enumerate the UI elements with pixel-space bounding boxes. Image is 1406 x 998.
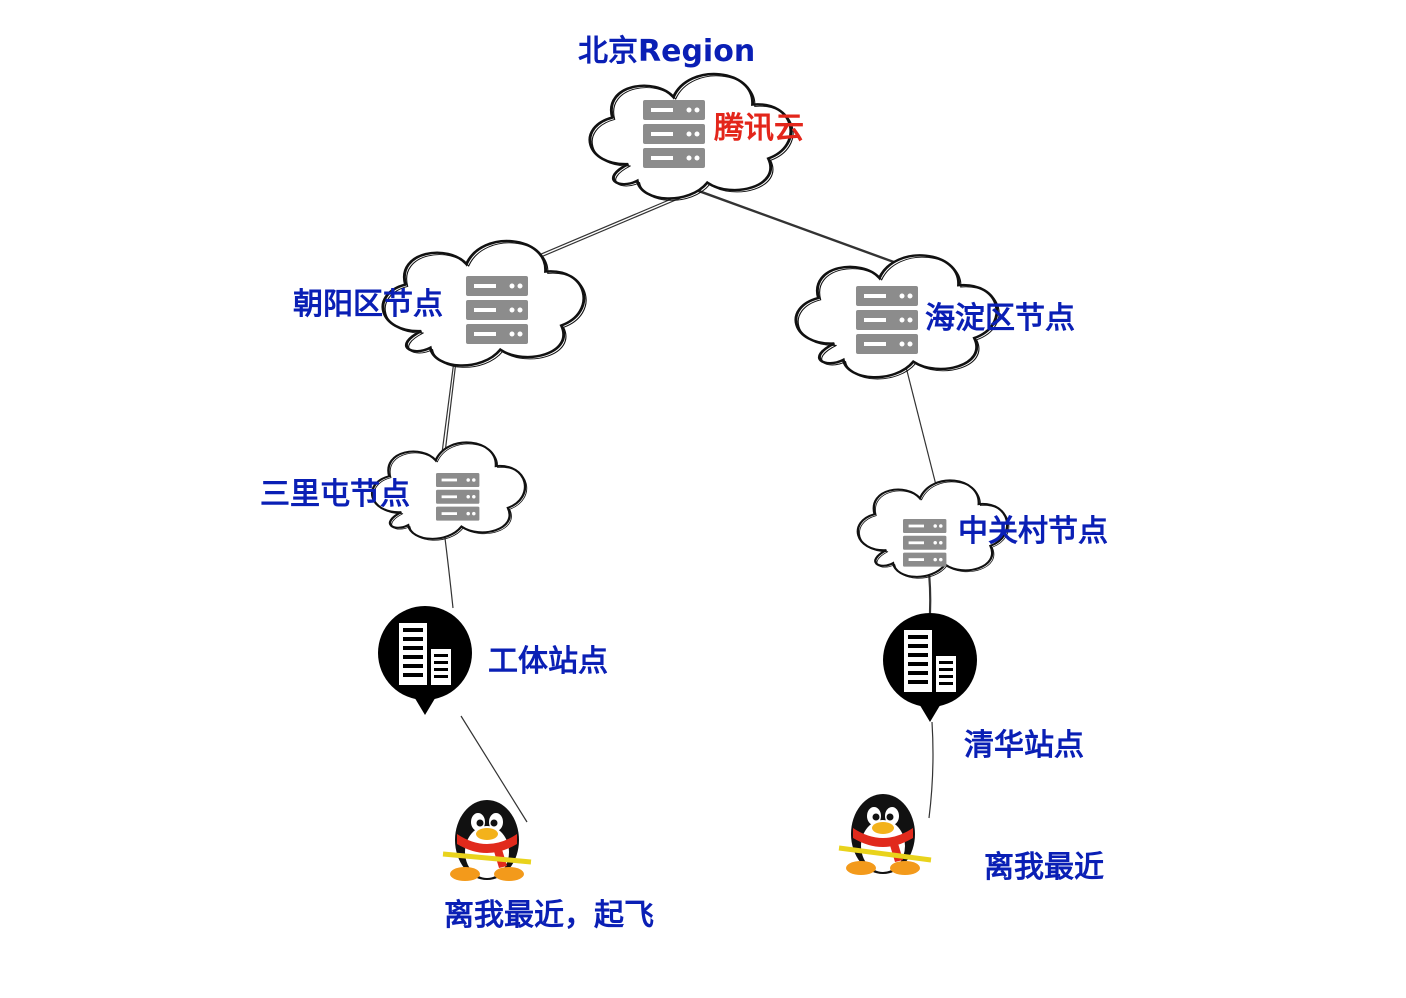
node-label-sanlitun: 三里屯节点 — [260, 477, 410, 512]
chaoyang-server-icon — [466, 276, 528, 344]
connector-chaoyang-sanlitun — [441, 352, 458, 454]
connector-haidian-zhongguancun — [904, 362, 939, 494]
gongti-building-pin-icon — [378, 606, 472, 715]
connector-region-chaoyang — [526, 188, 698, 263]
region-title: 北京Region — [578, 34, 756, 69]
connectors — [441, 188, 939, 823]
connector-qinghua-user — [928, 721, 934, 819]
qinghua-building-pin-icon — [883, 613, 977, 722]
connector-gongti-user — [460, 715, 528, 823]
region-cloud-label: 腾讯云 — [714, 111, 804, 146]
user-label-right: 离我最近 — [984, 850, 1104, 885]
node-label-haidian: 海淀区节点 — [925, 301, 1075, 336]
site-label-qinghua: 清华站点 — [964, 728, 1084, 763]
site-label-gongti: 工体站点 — [488, 644, 608, 679]
user-label-left: 离我最近，起飞 — [444, 898, 654, 933]
region-server-icon — [643, 100, 705, 168]
sanlitun-server-icon — [436, 473, 480, 521]
haidian-server-icon — [856, 286, 918, 354]
node-label-zhongguancun: 中关村节点 — [958, 514, 1108, 549]
zhongguancun-server-icon — [903, 519, 947, 567]
user-right-qq-penguin-icon — [838, 794, 932, 875]
node-label-chaoyang: 朝阳区节点 — [293, 287, 443, 322]
user-left-qq-penguin-icon — [442, 800, 532, 881]
connector-sanlitun-gongti — [443, 529, 454, 609]
connector-region-haidian — [694, 188, 915, 271]
